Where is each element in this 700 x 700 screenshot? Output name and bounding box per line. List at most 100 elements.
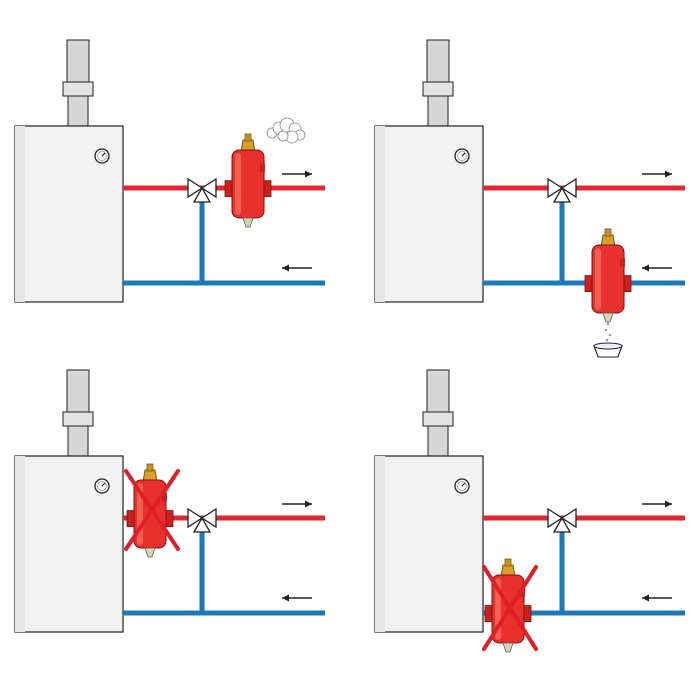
boiler xyxy=(14,369,124,633)
panel-top-right xyxy=(374,39,685,358)
air-vent-top xyxy=(244,133,252,142)
arrow-head xyxy=(282,264,289,272)
air-vent-top xyxy=(504,558,512,567)
gauge-ring xyxy=(97,481,107,491)
gauge-needle xyxy=(101,152,106,157)
flue-collar xyxy=(62,81,94,97)
arrow-right-icon xyxy=(642,500,672,508)
flue-collar xyxy=(62,411,94,427)
arrow-head xyxy=(642,594,649,602)
inlet-stub xyxy=(224,180,233,198)
arrow-head xyxy=(305,170,312,178)
inlet-stub xyxy=(584,275,593,293)
drain-valve xyxy=(242,217,254,228)
valve-left xyxy=(187,177,204,199)
arrow-left-icon xyxy=(642,594,672,602)
outlet-stub xyxy=(165,510,174,528)
arrow-left-icon xyxy=(642,264,672,272)
panel-bottom-left xyxy=(14,369,325,633)
boiler-side-shade xyxy=(15,126,25,302)
valve-left xyxy=(547,177,564,199)
gauge-port xyxy=(162,493,167,502)
valve-right xyxy=(560,177,577,199)
boiler-side-shade xyxy=(15,456,25,632)
air-vent-top xyxy=(604,228,612,237)
gauge-port xyxy=(520,588,525,597)
gauge-needle xyxy=(461,152,466,157)
arrow-right-icon xyxy=(642,170,672,178)
drain-bowl-rim xyxy=(593,342,623,350)
red-cross-icon xyxy=(482,565,538,651)
red-cross-icon xyxy=(124,469,180,551)
gauge-port xyxy=(620,258,625,267)
flue-collar xyxy=(422,411,454,427)
arrow-right-icon xyxy=(282,500,312,508)
valve-right xyxy=(560,507,577,529)
valve-right xyxy=(200,177,217,199)
cross-stroke-2 xyxy=(124,469,180,551)
three-way-valve-icon xyxy=(187,177,217,203)
valve-bottom xyxy=(192,186,212,203)
steam-cloud-icon xyxy=(266,117,306,144)
valve-left xyxy=(187,507,204,529)
separator-highlight xyxy=(235,153,241,215)
water-drop xyxy=(604,328,608,332)
arrow-head xyxy=(665,170,672,178)
three-way-valve-icon xyxy=(547,177,577,203)
gauge-port xyxy=(260,163,265,172)
three-way-valve-icon xyxy=(547,507,577,533)
flue-lower xyxy=(67,95,89,127)
valve-right xyxy=(200,507,217,529)
drain-valve xyxy=(602,312,614,323)
arrow-head xyxy=(305,500,312,508)
gauge-ring xyxy=(457,151,467,161)
valve-left xyxy=(547,507,564,529)
pressure-gauge-icon xyxy=(94,148,110,164)
flue-lower xyxy=(427,425,449,457)
flue-lower xyxy=(427,95,449,127)
valve-bottom xyxy=(552,186,572,203)
boiler-side-shade xyxy=(375,126,385,302)
water-drop xyxy=(608,333,612,337)
boiler xyxy=(374,369,484,633)
arrow-left-icon xyxy=(282,594,312,602)
pressure-gauge-icon xyxy=(454,148,470,164)
boiler xyxy=(14,39,124,303)
arrow-right-icon xyxy=(282,170,312,178)
flue-lower xyxy=(67,425,89,457)
arrow-head xyxy=(642,264,649,272)
outlet-stub xyxy=(263,180,272,198)
valve-bottom xyxy=(192,516,212,533)
valve-bottom xyxy=(552,516,572,533)
flue-collar xyxy=(422,81,454,97)
arrow-head xyxy=(665,500,672,508)
three-way-valve-icon xyxy=(187,507,217,533)
inlet-stub xyxy=(126,510,135,528)
arrow-head xyxy=(282,594,289,602)
boiler xyxy=(374,39,484,303)
pressure-gauge-icon xyxy=(94,478,110,494)
outlet-stub xyxy=(523,605,532,622)
gauge-ring xyxy=(457,481,467,491)
air-vent-top xyxy=(146,463,154,472)
dirt-air-separator xyxy=(584,228,632,323)
water-drop xyxy=(606,322,610,326)
water-drop xyxy=(605,338,609,342)
gauge-needle xyxy=(101,482,106,487)
pressure-gauge-icon xyxy=(454,478,470,494)
steam-puff xyxy=(277,130,289,142)
boiler-side-shade xyxy=(375,456,385,632)
separator-highlight xyxy=(595,248,601,310)
cross-stroke-2 xyxy=(482,565,538,651)
gauge-ring xyxy=(97,151,107,161)
drain-bowl-icon xyxy=(593,322,623,358)
dirt-air-separator xyxy=(224,133,272,228)
inlet-stub xyxy=(484,605,493,622)
drain-valve xyxy=(502,642,514,653)
panel-bottom-right xyxy=(374,369,685,653)
gauge-needle xyxy=(461,482,466,487)
arrow-left-icon xyxy=(282,264,312,272)
drain-valve xyxy=(144,547,156,558)
panel-top-left xyxy=(14,39,325,303)
